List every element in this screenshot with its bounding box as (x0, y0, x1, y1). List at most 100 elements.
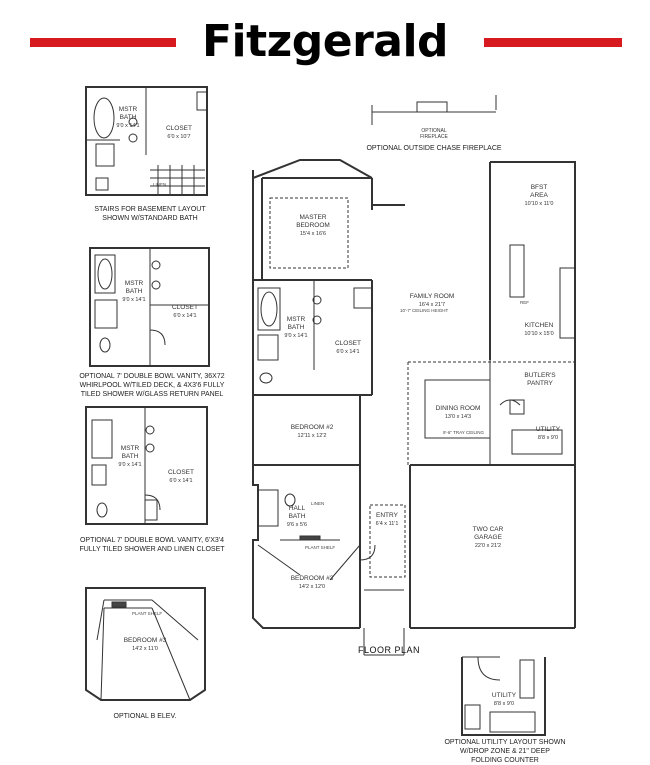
room-name: MSTR BATH (120, 445, 140, 460)
room-dim: 10'10 x 11'0 (524, 201, 554, 207)
room-name: BEDROOM #2 (290, 424, 334, 431)
room-dim: 10'10 x 15'0 (524, 331, 554, 337)
inset-basement-layout (85, 86, 208, 196)
caption-line: OPTIONAL 7' DOUBLE BOWL VANITY, 6'x3'4 (79, 537, 225, 544)
room-dim: 9'0 x 14'1 (118, 462, 142, 468)
room-dim: 6'0 x 14'1 (169, 478, 193, 484)
room-name: CLOSET (167, 469, 194, 476)
room-dim: 14'2 x 12'0 (298, 584, 326, 590)
plant-shelf-main-label: PLANT SHELF (305, 545, 335, 550)
room-name: BEDROOM #3 (123, 637, 167, 644)
tray-ceiling-label: 9'-6" TRAY CEILING (443, 430, 484, 435)
plant-shelf-label: PLANT SHELF (132, 611, 162, 616)
room-name: HALL BATH (288, 505, 306, 520)
linen-label: LINEN (153, 182, 166, 187)
room-name: BEDROOM #3 (290, 575, 334, 582)
utility-label: UTILITY 8'8 x 9'0 (530, 426, 566, 442)
optional-fireplace-detail (371, 95, 497, 125)
room-dim: 9'0 x 14'1 (122, 297, 146, 303)
inset3-bath-label: MSTR BATH 9'0 x 14'1 (110, 445, 150, 469)
entry-label: ENTRY 6'4 x 11'1 (368, 512, 406, 528)
room-name: DINING ROOM (435, 405, 481, 412)
caption-line: TILED SHOWER w/GLASS RETURN PANEL (80, 391, 224, 398)
room-dim: 14'2 x 11'0 (132, 646, 158, 652)
caption-line: FULLY TILED SHOWER AND LINEN CLOSET (79, 546, 225, 553)
left-red-bar (30, 38, 176, 47)
optional-fireplace-label: OPTIONAL FIREPLACE (414, 128, 454, 140)
inset3-closet-label: CLOSET 6'0 x 14'1 (158, 469, 204, 485)
inset1-closet-label: CLOSET 6'0 x 10'7 (155, 125, 203, 141)
floor-plan-label: FLOOR PLAN (358, 645, 421, 655)
main-plan-details (257, 197, 576, 656)
room-dim: 16'4 x 21'7 (418, 302, 446, 308)
caption-tiled-shower: OPTIONAL 7' DOUBLE BOWL VANITY, 6'x3'4 F… (62, 536, 242, 554)
room-dim: 13'0 x 14'3 (444, 414, 472, 420)
inset2-bath-label: MSTR BATH 9'0 x 14'1 (114, 280, 154, 304)
inset1-bath-label: MSTR BATH 9'0 x 14'1 (108, 106, 148, 130)
caption-line: OPTIONAL UTILITY LAYOUT SHOWN (444, 739, 566, 746)
bedroom2-label: BEDROOM #2 12'11 x 12'2 (282, 424, 342, 440)
caption-b-elev: OPTIONAL B ELEV. (100, 712, 190, 721)
caption-whirlpool: OPTIONAL 7' DOUBLE BOWL VANITY, 36x72 WH… (62, 372, 242, 399)
optional-utility-layout (461, 656, 546, 736)
caption-utility: OPTIONAL UTILITY LAYOUT SHOWN w/DROP ZON… (430, 738, 580, 765)
caption-line: STAIRS FOR BASEMENT LAYOUT (94, 206, 206, 213)
room-dim: 6'0 x 14'1 (173, 313, 197, 319)
closet-label: CLOSET 6'0 x 14'1 (326, 340, 370, 356)
opt-utility-label: UTILITY 8'8 x 9'0 (486, 692, 522, 708)
room-name: FAMILY ROOM (409, 293, 455, 300)
room-name: CLOSET (334, 340, 361, 347)
caption-line: OPTIONAL OUTSIDE CHASE FIREPLACE (366, 145, 502, 152)
caption-line: WHIRLPOOL w/TILED DECK, & 4x3'6 FULLY (79, 382, 225, 389)
caption-line: FOLDING COUNTER (471, 757, 539, 764)
room-name: OPTIONAL FIREPLACE (420, 128, 448, 140)
butlers-pantry-label: BUTLER'S PANTRY (518, 372, 562, 388)
bedroom3-label: BEDROOM #3 14'2 x 12'0 (282, 575, 342, 591)
room-dim: 9'6 x 5'6 (286, 522, 308, 528)
garage-label: TWO CAR GARAGE 22'0 x 21'2 (460, 526, 516, 550)
caption-fireplace: OPTIONAL OUTSIDE CHASE FIREPLACE (364, 144, 504, 153)
linen-main-label: LINEN (311, 501, 324, 506)
room-dim: 6'4 x 11'1 (375, 521, 399, 527)
inset-b-elevation (85, 587, 206, 701)
room-name: MSTR BATH (124, 280, 144, 295)
inset-tiled-shower (85, 406, 208, 525)
room-name: BUTLER'S PANTRY (524, 372, 556, 387)
caption-line: SHOWN w/STANDARD BATH (102, 215, 198, 222)
room-dim: 22'0 x 21'2 (474, 543, 502, 549)
room-dim: 9'0 x 14'1 (116, 123, 140, 129)
room-dim: 8'8 x 9'0 (537, 435, 559, 441)
room-dim: 9'0 x 14'1 (284, 333, 308, 339)
room-name: MASTER BEDROOM (296, 214, 330, 229)
room-name: BFST AREA (530, 184, 548, 199)
room-dim: 6'0 x 10'7 (167, 134, 191, 140)
room-name: CLOSET (165, 125, 192, 132)
mstr-bath-label: MSTR BATH 9'0 x 14'1 (278, 316, 314, 340)
room-dim: 6'0 x 14'1 (336, 349, 360, 355)
plan-title: Fitzgerald (201, 16, 449, 67)
room-name: ENTRY (376, 512, 398, 519)
caption-line: OPTIONAL 7' DOUBLE BOWL VANITY, 36x72 (79, 373, 225, 380)
room-name: KITCHEN (524, 322, 554, 329)
caption-line: OPTIONAL B ELEV. (113, 713, 177, 720)
inset4-bedroom-label: BEDROOM #3 14'2 x 11'0 (110, 637, 180, 653)
room-name: UTILITY (491, 692, 517, 699)
inset-whirlpool-bath (89, 247, 210, 367)
room-dim: 12'11 x 12'2 (297, 433, 327, 439)
ref-label: REF (520, 300, 529, 305)
room-name: TWO CAR GARAGE (472, 526, 504, 541)
hall-bath-label: HALL BATH 9'6 x 5'6 (282, 505, 312, 529)
family-room-label: FAMILY ROOM 16'4 x 21'7 (402, 293, 462, 309)
room-dim: 8'8 x 9'0 (493, 701, 515, 707)
kitchen-label: KITCHEN 10'10 x 15'0 (516, 322, 562, 338)
main-plan-walls (252, 159, 576, 629)
room-name: MSTR BATH (286, 316, 306, 331)
room-name: MSTR BATH (118, 106, 138, 121)
ceiling-height-label: 10'-7' CEILING HEIGHT (400, 308, 448, 313)
room-name: UTILITY (535, 426, 561, 433)
dining-room-label: DINING ROOM 13'0 x 14'3 (428, 405, 488, 421)
caption-basement: STAIRS FOR BASEMENT LAYOUT SHOWN w/STAND… (70, 205, 230, 223)
right-red-bar (484, 38, 622, 47)
